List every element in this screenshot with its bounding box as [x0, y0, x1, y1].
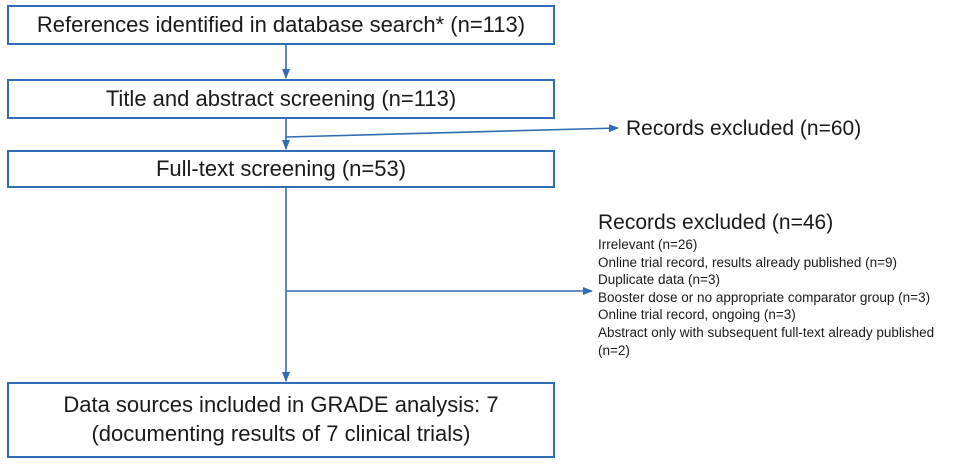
exclusion-reason: Online trial record, ongoing (n=3) [598, 307, 796, 323]
exclusion-reason: Irrelevant (n=26) [598, 237, 698, 252]
fulltext-box: Full-text screening (n=53) [7, 150, 555, 188]
included-box: Data sources included in GRADE analysis:… [7, 382, 555, 458]
excluded-46-title: Records excluded (n=46) [598, 211, 834, 234]
exclusion-reason: Duplicate data (n=3) [598, 272, 720, 288]
arrow-to-excluded-60 [285, 124, 619, 138]
excluded-60-title: Records excluded (n=60) [626, 117, 862, 140]
screening-box: Title and abstract screening (n=113) [7, 79, 555, 119]
identified-label: References identified in database search… [36, 11, 526, 37]
included-label-line2: (documenting results of 7 clinical trial… [91, 421, 471, 446]
screening-label: Title and abstract screening (n=113) [105, 85, 457, 111]
exclusion-reason: Online trial record, results already pub… [598, 254, 898, 270]
fulltext-label: Full-text screening (n=53) [155, 155, 407, 181]
exclusion-reason: Booster dose or no appropriate comparato… [598, 289, 931, 305]
exclusion-reasons-list: Irrelevant (n=26) Online trial record, r… [598, 236, 968, 359]
identified-box: References identified in database search… [7, 5, 555, 45]
included-label-line1: Data sources included in GRADE analysis:… [63, 392, 499, 418]
exclusion-reason: Abstract only with subsequent full-text … [598, 324, 935, 358]
